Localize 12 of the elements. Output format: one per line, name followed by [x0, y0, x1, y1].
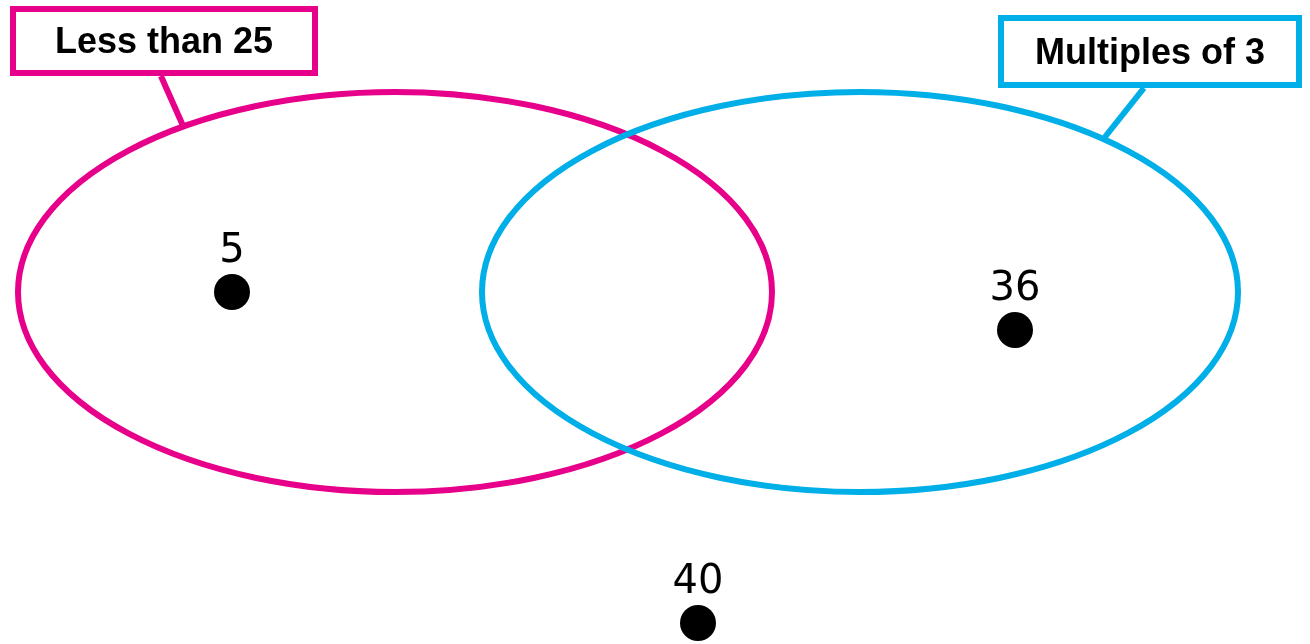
- leader-line: [158, 74, 186, 128]
- set-label: Multiples of 3: [998, 15, 1302, 88]
- set-ellipse: [479, 89, 1241, 495]
- point-dot: [680, 605, 716, 641]
- point-dot: [214, 274, 250, 310]
- point-dot: [997, 312, 1033, 348]
- number-label: 40: [671, 559, 725, 599]
- leader-line: [1102, 86, 1147, 139]
- set-ellipse: [15, 89, 775, 495]
- number-label: 36: [988, 266, 1042, 306]
- set-label: Less than 25: [10, 6, 318, 76]
- number-label: 5: [218, 228, 246, 268]
